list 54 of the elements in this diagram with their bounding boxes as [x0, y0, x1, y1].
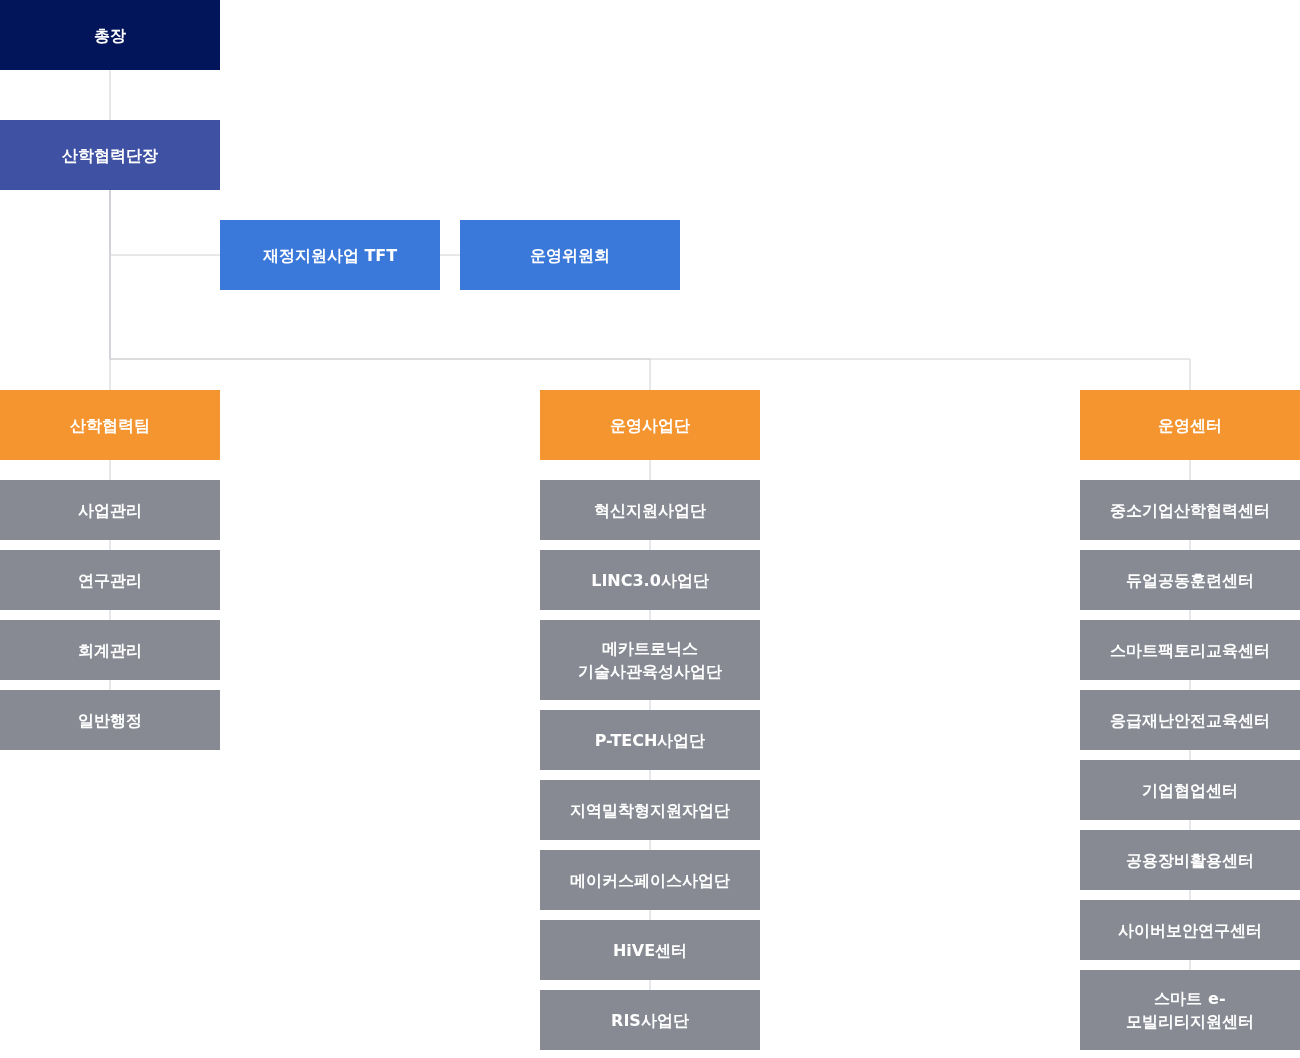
unit-box	[1080, 550, 1300, 610]
unit-box	[540, 710, 760, 770]
box-label: 사이버보안연구센터	[1118, 919, 1262, 942]
box-label: 메이커스페이스사업단	[570, 869, 730, 892]
box-label: 일반행정	[78, 709, 142, 732]
box-label: 응급재난안전교육센터	[1110, 709, 1270, 732]
unit-box	[1080, 690, 1300, 750]
unit-box	[540, 550, 760, 610]
box-label: 산학협력팀	[70, 414, 150, 437]
unit-box	[0, 480, 220, 540]
unit-box	[1080, 830, 1300, 890]
box-label: 총장	[94, 24, 126, 47]
division-box	[540, 390, 760, 460]
box-label: 스마트팩토리교육센터	[1110, 639, 1270, 662]
unit-box	[1080, 900, 1300, 960]
unit-box	[1080, 760, 1300, 820]
unit-box	[540, 780, 760, 840]
box-label: 재정지원사업 TFT	[262, 244, 398, 267]
box-label: P-TECH사업단	[594, 729, 706, 752]
box-label: 지역밀착형지원자업단	[570, 799, 730, 822]
unit-box	[1080, 480, 1300, 540]
unit-box	[540, 920, 760, 980]
box-label: 운영위원회	[530, 244, 610, 267]
box-label: 스마트 e-모빌리티지원센터	[1125, 988, 1255, 1033]
unit-box	[0, 550, 220, 610]
box-label: HiVE센터	[612, 939, 688, 962]
unit-box	[540, 620, 760, 700]
head-box	[0, 0, 220, 70]
box-label: 운영센터	[1158, 414, 1222, 437]
box-label: 산학협력단장	[62, 144, 158, 167]
unit-box	[540, 850, 760, 910]
unit-box	[0, 690, 220, 750]
box-label: LINC3.0사업단	[591, 569, 709, 592]
box-label: 회계관리	[78, 639, 142, 662]
unit-box	[540, 990, 760, 1050]
box-label: 공용장비활용센터	[1126, 849, 1254, 872]
box-label: 연구관리	[78, 569, 142, 592]
committee-box	[220, 220, 440, 290]
committee-box	[460, 220, 680, 290]
box-label: RIS사업단	[611, 1009, 689, 1032]
unit-box	[0, 620, 220, 680]
box-label: 중소기업산학협력센터	[1110, 499, 1270, 522]
box-label: 혁신지원사업단	[594, 499, 706, 522]
director-box	[0, 120, 220, 190]
box-label: 운영사업단	[610, 414, 690, 437]
division-box	[1080, 390, 1300, 460]
unit-box	[1080, 620, 1300, 680]
box-label: 메카트로닉스 기술사관육성사업단	[577, 638, 723, 683]
division-box	[0, 390, 220, 460]
box-label: 듀얼공동훈련센터	[1126, 569, 1254, 592]
box-label: 기업협업센터	[1142, 779, 1238, 802]
unit-box	[540, 480, 760, 540]
box-label: 사업관리	[78, 499, 142, 522]
unit-box	[1080, 970, 1300, 1050]
